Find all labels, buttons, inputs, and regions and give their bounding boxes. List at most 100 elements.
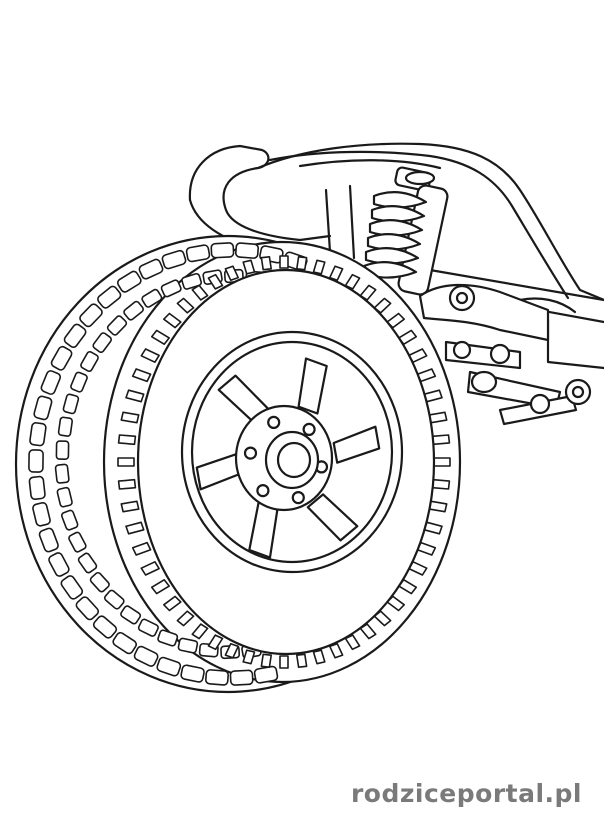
tread-block [29,476,45,499]
sidewall-lug [280,656,288,668]
tread-block [92,332,112,354]
rim-spoke [334,427,380,463]
tread-block [156,656,181,676]
tread-block [230,670,253,685]
sidewall-lug [133,543,151,555]
tread-block [157,629,178,646]
sidewall-lug [243,650,254,664]
tread-block [181,273,202,290]
sidewall-lug [297,257,307,270]
tread-block [58,417,72,436]
lug-nut [268,417,279,428]
sidewall-lug [141,562,159,575]
sidewall-lug [119,480,136,489]
tread-block [40,370,61,396]
tread-block [138,258,164,280]
sidewall-lug [121,412,138,422]
lug-nut [245,448,256,459]
sidewall-lug [192,624,207,639]
tread-block [29,422,46,446]
tread-block [50,345,73,371]
tread-block [211,243,234,258]
upper-control-arm [420,285,548,340]
tread-block [106,315,127,336]
sidewall-lug [152,580,170,594]
rim-spoke [308,494,358,540]
tread-block [161,279,182,297]
tread-block [78,303,103,329]
lower-control-arm [446,342,590,424]
sidewall-lug [118,458,134,466]
sidewall-lug [164,596,181,610]
sidewall-lug [280,256,288,268]
wheel-rim [182,332,402,572]
sidewall-lug [433,480,450,489]
sidewall-lug [126,522,144,534]
tread-block [63,323,87,349]
sidewall-lug [360,285,375,300]
sidewall-lug [261,257,271,270]
sidewall-lug [225,266,238,280]
tread-block [70,371,88,392]
tread-block [32,502,51,527]
tread-block [120,605,142,625]
tread-block [96,285,122,310]
tread-block [80,351,99,373]
sidewall-lug [330,266,343,280]
tread-block [205,670,228,686]
sidewall-lug [374,298,390,312]
sidewall-lug [434,458,450,466]
sidewall-lug [314,650,325,664]
tread-block [89,572,110,593]
tread-block [186,244,210,262]
tread-block [92,615,118,640]
sidewall-lug [119,435,136,444]
tread-block [38,527,59,553]
rim-spokes [197,359,379,558]
sidewall-lug [121,501,138,511]
tread-blocks [29,243,308,685]
tread-block [133,645,159,667]
tread-block [141,288,163,308]
sidewall-lug [208,275,222,289]
tread-block [77,552,97,574]
sidewall-lug [429,501,446,511]
sidewall-lug [225,644,238,658]
sidewall-lug [208,635,222,649]
lug-nut [293,492,304,503]
tread-block [55,464,69,483]
lug-nuts [245,417,327,503]
sidewall-lug [164,314,181,328]
tread-block [112,631,138,655]
sidewall-lug [192,285,207,300]
rim-lip [192,342,392,562]
tread-block [104,589,125,610]
hub-center [278,443,310,477]
sidewall-lug [141,349,159,362]
tread-block [57,487,73,507]
sidewall-lug [133,369,151,381]
tread-block [123,300,145,321]
tread-block [161,250,186,270]
lug-nut [257,485,268,496]
tread-block [63,394,79,415]
body-mount [326,186,354,258]
tread-block [61,510,79,531]
tread-block [75,595,100,621]
tread-block [180,665,204,683]
tread-block [254,666,278,684]
fender [190,144,604,300]
sidewall-lug [177,298,193,312]
tread-block [56,441,68,459]
coilover-shock [364,167,449,296]
sidewall-lug [261,654,271,667]
sidewall-lugs [118,256,450,668]
tread-block [60,574,84,600]
sidewall-lug [126,390,144,402]
tread-block [68,531,87,553]
tread-block [138,618,159,637]
sidewall-lug [243,260,254,274]
tread-block [29,450,43,472]
sidewall-lug [429,412,446,422]
